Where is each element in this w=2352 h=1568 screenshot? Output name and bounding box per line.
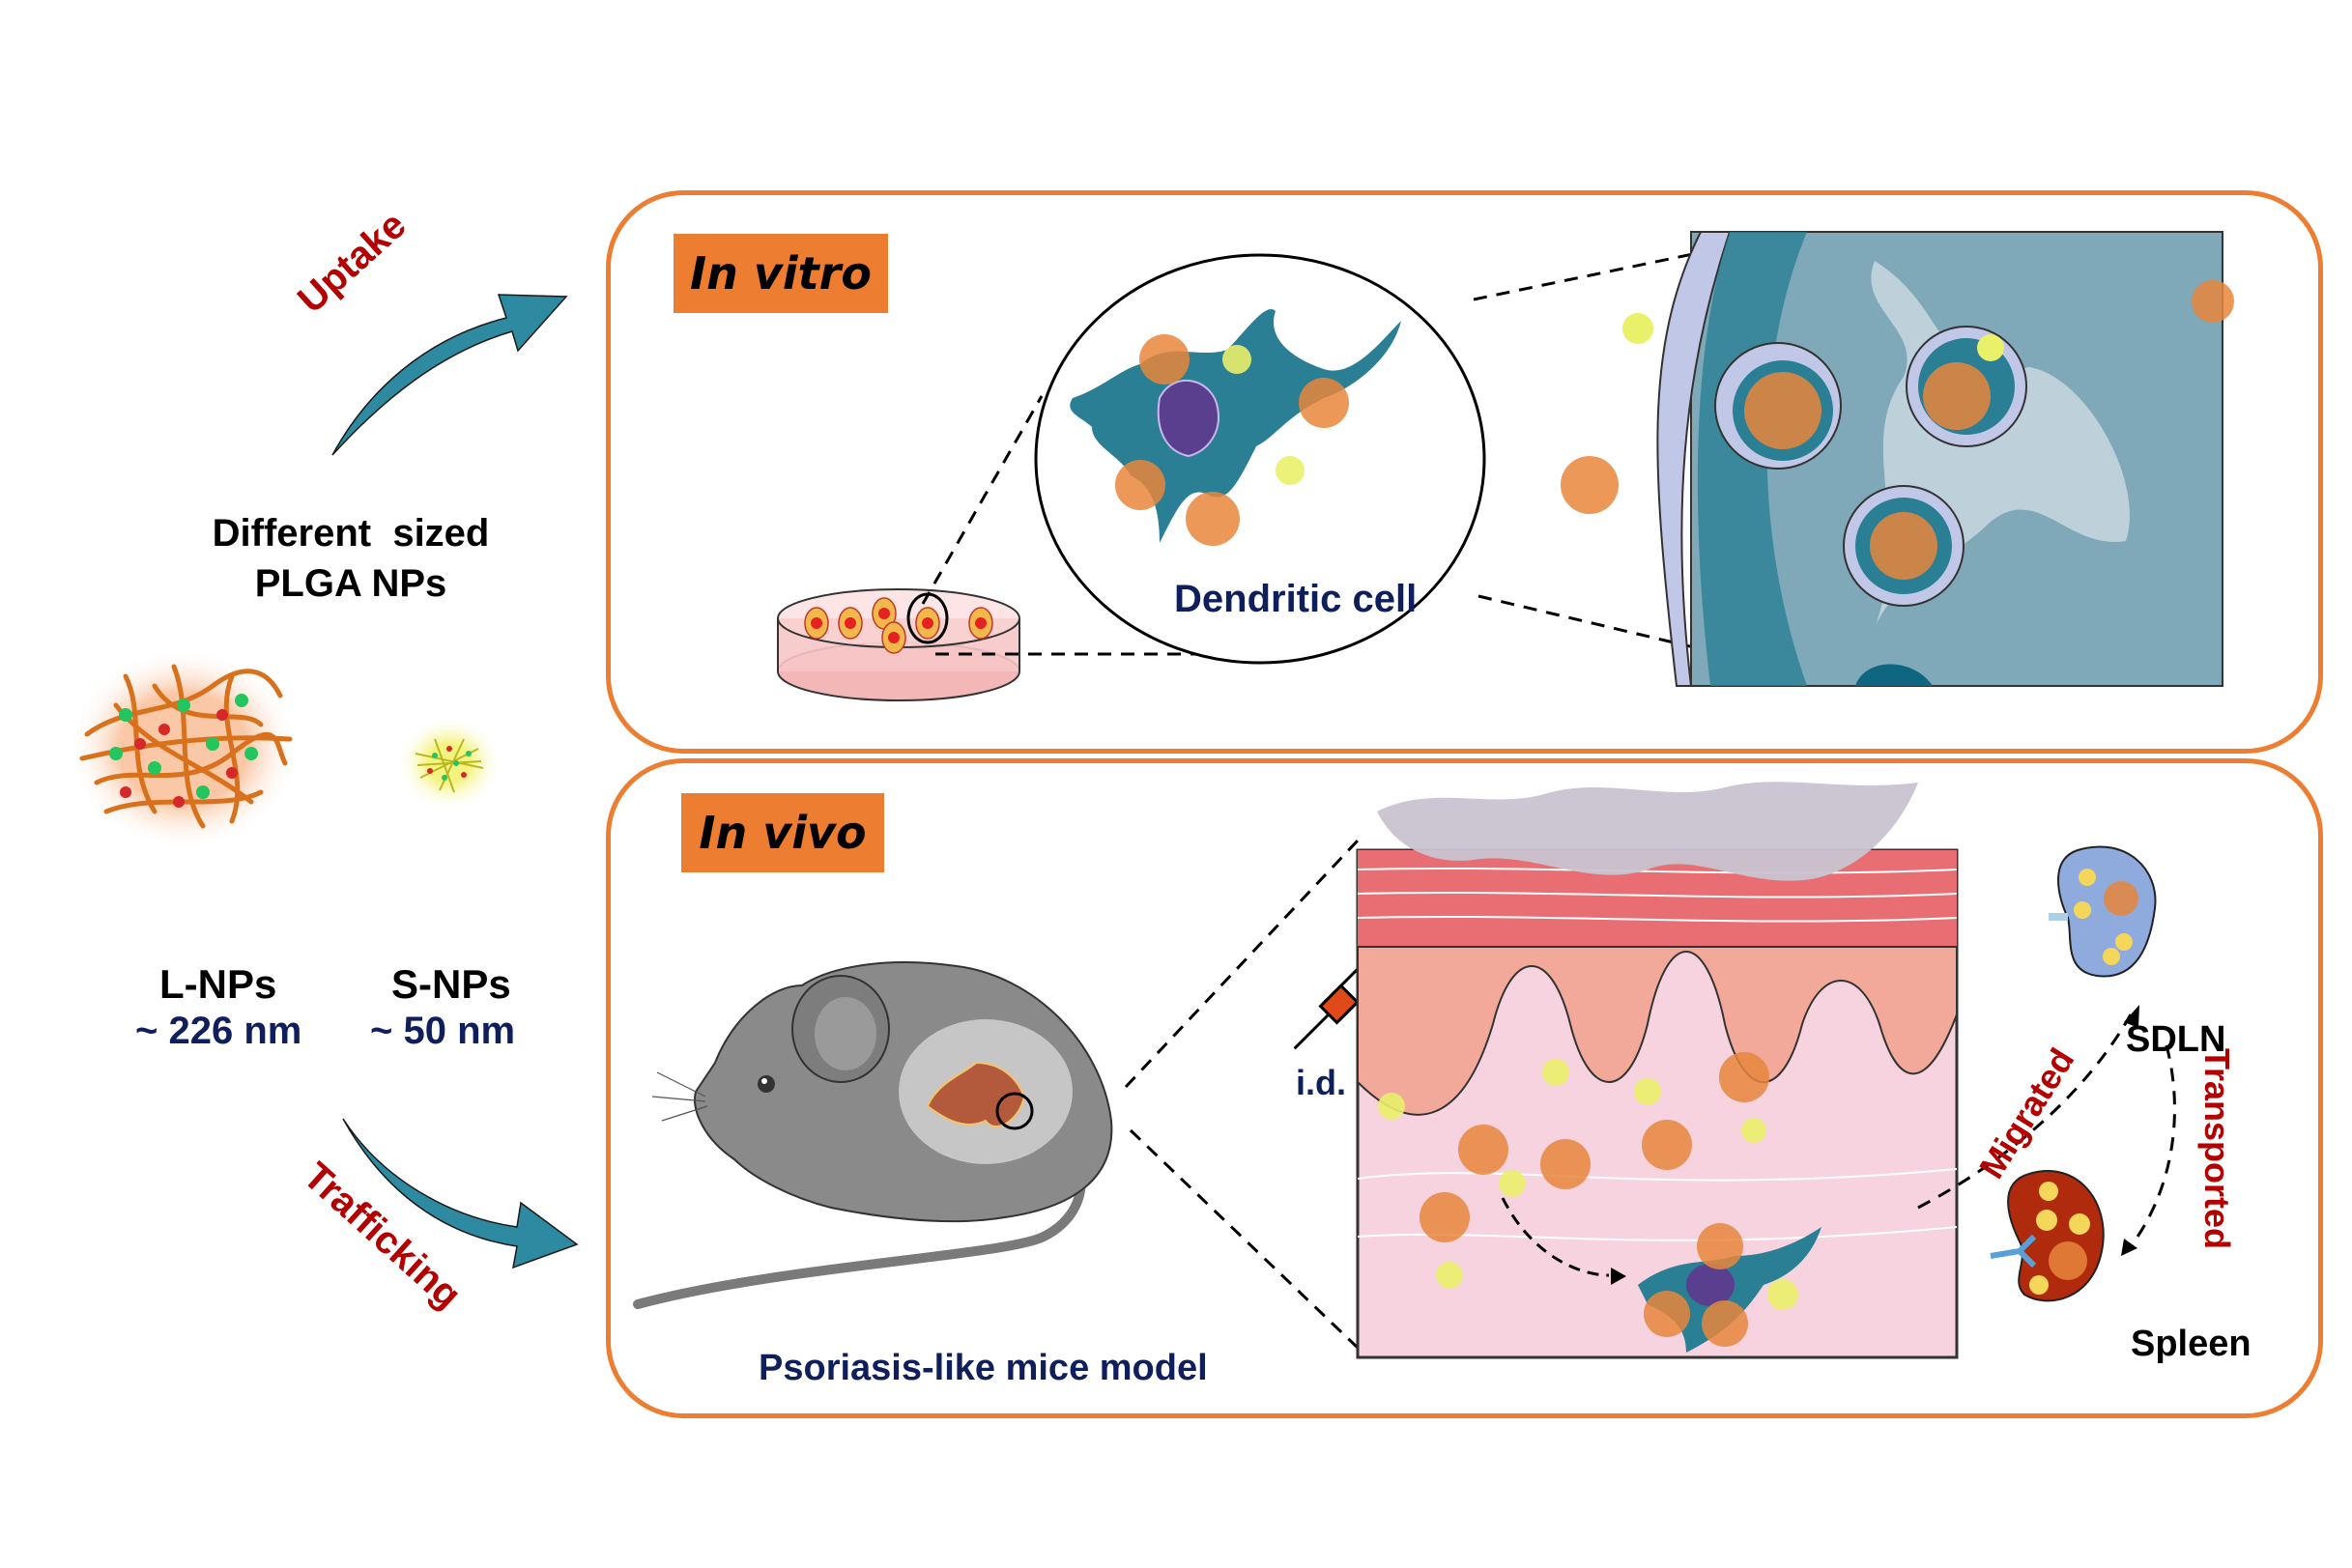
endocytosis-detail [1561,231,2234,687]
uptake-arrow-icon [331,294,568,456]
large-np-name: L-NPs [159,961,277,1007]
in-vivo-tag: In vivo [681,793,884,872]
skin-nanoparticles [1378,1052,1769,1289]
lymph-node-icon [2049,845,2157,978]
in-vivo-tag-label: In vivo [699,807,867,859]
dendritic-cell-label: Dendritic cell [1174,578,1418,620]
large-nanoparticle-icon [68,647,300,850]
large-np-on-cell [1115,334,1349,546]
mice-model-label: Psoriasis-like mice model [759,1348,1208,1388]
np-heading-line1: Different sized [212,512,490,555]
small-nanoparticle-icon [396,715,502,812]
np-heading-line2: PLGA NPs [254,562,447,605]
lymph-node-label: SDLN [2126,1019,2226,1060]
in-vitro-tag: In vitro [674,234,888,313]
spleen-icon [1990,1170,2105,1302]
in-vitro-tag-label: In vitro [690,247,872,299]
spleen-label: Spleen [2131,1324,2252,1364]
skin-cross-section [1356,782,1959,1359]
small-np-size: ~ 50 nm [370,1010,516,1052]
small-np-name: S-NPs [391,961,511,1007]
mouse-icon [633,961,1113,1309]
injection-label: i.d. [1296,1063,1346,1102]
trafficking-arrow-icon [342,1118,579,1269]
large-np-size: ~ 226 nm [135,1010,302,1052]
dendritic-cell-zoom-circle [1034,253,1486,665]
petri-dish-icon [777,588,1020,701]
transported-label: Transported [2197,1048,2237,1250]
small-np-on-cell [1222,345,1305,485]
